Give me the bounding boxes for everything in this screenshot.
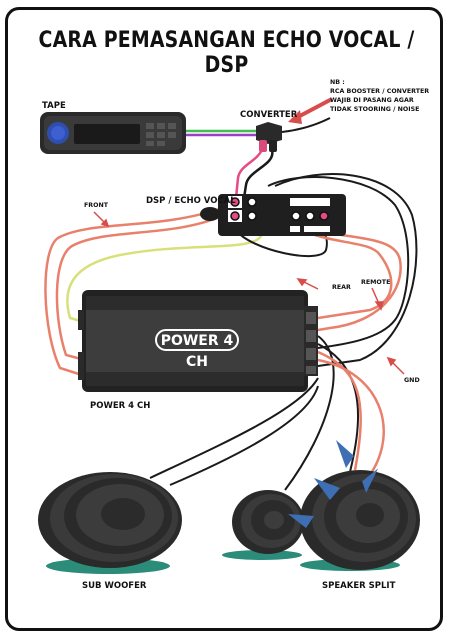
wire-rear-1 bbox=[297, 226, 393, 320]
wire-converter-dsp-black bbox=[242, 149, 274, 199]
wire-amp-sub-2 bbox=[169, 385, 319, 486]
wire-gnd bbox=[274, 173, 418, 367]
wire-front-1 bbox=[44, 206, 223, 378]
note-text: RCA BOOSTER / CONVERTER WAJIB DI PASANG … bbox=[330, 88, 430, 113]
wire-amp-split-pink-2 bbox=[317, 358, 385, 476]
converter-device bbox=[256, 122, 282, 152]
speaker-split-label: SPEAKER SPLIT bbox=[322, 581, 396, 591]
arrow-front bbox=[93, 211, 110, 228]
converter-label: CONVERTER bbox=[240, 110, 298, 120]
tape-label: TAPE bbox=[42, 101, 66, 111]
wire-front-2 bbox=[55, 214, 223, 362]
power-amplifier bbox=[78, 290, 318, 392]
rear-label: REAR bbox=[332, 284, 351, 291]
subwoofer-label: SUB WOOFER bbox=[82, 581, 147, 591]
arrow-note bbox=[288, 98, 332, 124]
gnd-label: GND bbox=[404, 377, 420, 384]
power-badge: POWER 4 CH bbox=[155, 329, 239, 370]
wire-rear-2 bbox=[305, 226, 402, 332]
wire-amp-split-1 bbox=[284, 335, 335, 491]
remote-label: REMOTE bbox=[361, 279, 391, 286]
note-heading: NB : bbox=[330, 79, 345, 86]
tweeter-cones bbox=[288, 440, 379, 528]
speaker-split-woofer bbox=[300, 470, 420, 571]
power-caption: POWER 4 CH bbox=[90, 401, 151, 411]
front-label: FRONT bbox=[84, 202, 109, 209]
arrow-gnd bbox=[386, 356, 405, 375]
diagram-frame bbox=[5, 7, 443, 631]
wire-amp-sub-1 bbox=[149, 377, 319, 479]
wire-converter-power bbox=[281, 117, 331, 133]
wire-yellow bbox=[66, 227, 264, 324]
wire-amp-split-pink-1 bbox=[317, 350, 362, 471]
dsp-unit bbox=[200, 194, 346, 236]
wire-remote bbox=[267, 176, 410, 349]
subwoofer bbox=[38, 472, 182, 574]
wire-converter-dsp-pink bbox=[234, 149, 264, 199]
note-block: NB : RCA BOOSTER / CONVERTER WAJIB DI PA… bbox=[330, 78, 430, 114]
tape-head-unit bbox=[40, 112, 186, 154]
dsp-label: DSP / ECHO VOCAL bbox=[146, 196, 236, 206]
arrow-rear bbox=[296, 278, 319, 290]
arrow-remote bbox=[371, 287, 384, 311]
speaker-split-mid bbox=[222, 490, 304, 560]
page-title: CARA PEMASANGAN ECHO VOCAL / DSP bbox=[38, 28, 415, 78]
